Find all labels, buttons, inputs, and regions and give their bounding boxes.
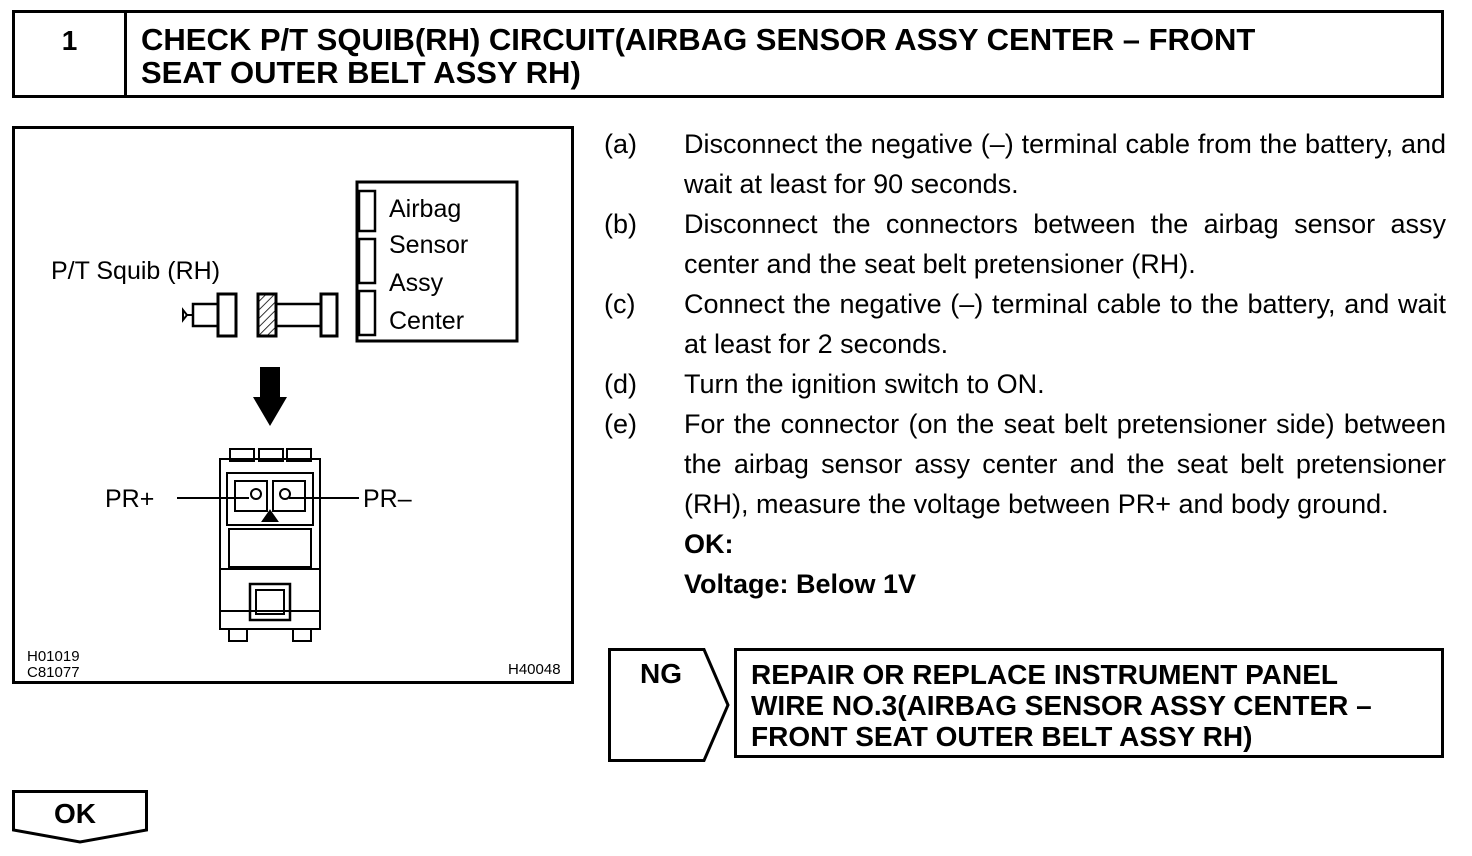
voltage-spec: Voltage: Below 1V <box>684 569 917 599</box>
airbag-sensor-box <box>355 180 519 343</box>
repair-line-3: FRONT SEAT OUTER BELT ASSY RH) <box>751 721 1253 752</box>
connector-diagram <box>177 180 519 642</box>
figure-code-right: H40048 <box>508 661 561 678</box>
squib-label: P/T Squib (RH) <box>51 257 221 285</box>
step-c-text: Connect the negative (–) terminal cable … <box>684 289 1446 359</box>
step-d: (d) Turn the ignition switch to ON. <box>604 364 1446 404</box>
ok-label: OK <box>54 798 96 829</box>
step-title-line-2: SEAT OUTER BELT ASSY RH) <box>141 55 581 90</box>
step-d-text: Turn the ignition switch to ON. <box>684 369 1045 399</box>
ng-label: NG <box>640 658 682 689</box>
step-header: 1 CHECK P/T SQUIB(RH) CIRCUIT(AIRBAG SEN… <box>12 10 1444 98</box>
ok-heading: OK: <box>684 529 734 559</box>
squib-plug <box>182 292 238 338</box>
pr-plus-label: PR+ <box>105 485 155 513</box>
sensor-label-line-4: Center <box>389 307 465 335</box>
procedure-steps: (a) Disconnect the negative (–) terminal… <box>604 124 1446 604</box>
step-b-label: (b) <box>604 209 637 239</box>
sensor-label-line-1: Airbag <box>389 195 462 223</box>
repair-instruction: REPAIR OR REPLACE INSTRUMENT PANEL WIRE … <box>734 648 1444 758</box>
step-e-text: For the connector (on the seat belt pret… <box>684 409 1446 519</box>
sensor-label-line-2: Sensor <box>389 231 469 259</box>
step-a: (a) Disconnect the negative (–) terminal… <box>604 124 1446 204</box>
hatched-connector <box>256 292 278 338</box>
step-c: (c) Connect the negative (–) terminal ca… <box>604 284 1446 364</box>
figure-code-left: H01019 C81077 <box>27 649 80 681</box>
connector-face-view <box>219 448 321 642</box>
step-d-label: (d) <box>604 369 637 399</box>
step-title-line-1: CHECK P/T SQUIB(RH) CIRCUIT(AIRBAG SENSO… <box>141 22 1256 57</box>
ok-branch-tab <box>12 790 148 844</box>
step-a-label: (a) <box>604 129 637 159</box>
pr-minus-label: PR– <box>363 485 412 513</box>
down-arrow-icon <box>253 367 287 426</box>
step-b: (b) Disconnect the connectors between th… <box>604 204 1446 284</box>
step-b-text: Disconnect the connectors between the ai… <box>684 209 1446 279</box>
repair-line-2: WIRE NO.3(AIRBAG SENSOR ASSY CENTER – <box>751 690 1372 721</box>
figure-code-h01019: H01019 <box>27 648 80 665</box>
repair-line-1: REPAIR OR REPLACE INSTRUMENT PANEL <box>751 659 1338 690</box>
step-e: (e) For the connector (on the seat belt … <box>604 404 1446 524</box>
step-number: 1 <box>15 13 127 95</box>
harness-connector <box>274 292 339 338</box>
ng-branch-tab <box>608 648 730 762</box>
step-e-label: (e) <box>604 409 637 439</box>
step-title: CHECK P/T SQUIB(RH) CIRCUIT(AIRBAG SENSO… <box>141 23 1431 89</box>
sensor-label-line-3: Assy <box>389 269 444 297</box>
figure-code-c81077: C81077 <box>27 664 80 681</box>
step-a-text: Disconnect the negative (–) terminal cab… <box>684 129 1446 199</box>
step-c-label: (c) <box>604 289 636 319</box>
connector-illustration: P/T Squib (RH) Airbag Sensor Assy Center… <box>12 126 574 684</box>
